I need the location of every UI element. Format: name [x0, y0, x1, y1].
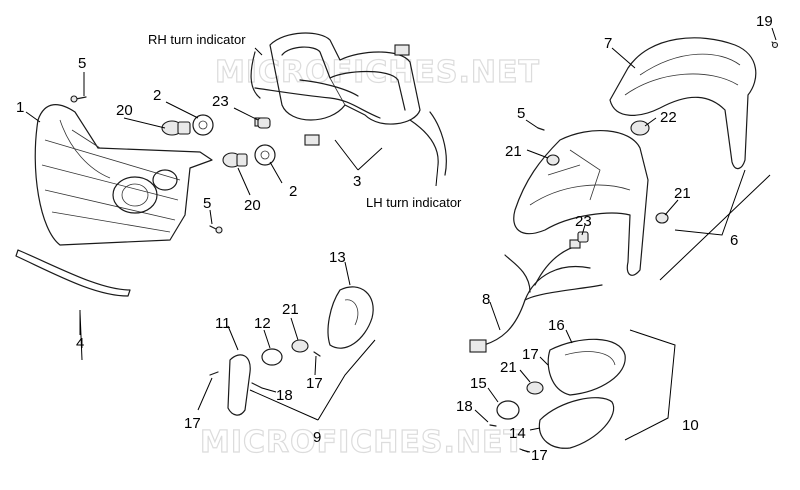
callout-2-a: 2 [153, 87, 161, 104]
headlight-assembly [34, 104, 213, 246]
screw-17-left-b [313, 351, 321, 357]
leader-lines [25, 27, 777, 453]
callout-19: 19 [756, 13, 773, 30]
callout-numbers: 1 5 20 2 23 5 20 2 3 4 7 19 5 22 21 21 6… [16, 13, 773, 464]
screw-19 [771, 41, 779, 49]
turn-signal-lens-14 [538, 397, 615, 449]
callout-21-c: 21 [282, 301, 299, 318]
lh-turn-indicator-label: LH turn indicator [366, 195, 462, 210]
callout-22: 22 [660, 109, 677, 126]
callout-4: 4 [76, 335, 84, 352]
callout-15: 15 [470, 375, 487, 392]
callout-10: 10 [682, 417, 699, 434]
rear-body-panel [513, 129, 649, 276]
bulb-holder-12 [261, 348, 283, 366]
bulb-holder-15 [496, 400, 520, 420]
callout-5-a: 5 [78, 55, 86, 72]
screw-17-left-a [209, 371, 219, 376]
callout-23-b: 23 [575, 213, 592, 230]
callout-6: 6 [730, 232, 738, 249]
bulb-20-lower [222, 152, 248, 168]
callout-21-d: 21 [500, 359, 517, 376]
callout-8: 8 [482, 291, 490, 308]
bulb-21-right-signal [526, 381, 544, 395]
bulb-21-left-signal [291, 339, 309, 353]
callout-13: 13 [329, 249, 346, 266]
watermark-bottom: MICROFICHES.NET [200, 425, 525, 460]
callout-5-b: 5 [203, 195, 211, 212]
rear-wiring-harness [469, 239, 603, 353]
callout-2-b: 2 [289, 183, 297, 200]
callout-9: 9 [313, 429, 321, 446]
headlight-trim-strip [15, 249, 131, 297]
screw-5-top [70, 95, 87, 103]
screw-18-left [251, 382, 263, 389]
callout-17-a: 17 [306, 375, 323, 392]
screw-18-right [489, 424, 497, 427]
turn-signal-lens-13 [327, 286, 374, 349]
bulb-22 [630, 120, 650, 136]
bulb-21-rear-left [546, 154, 560, 166]
rear-grab-rail [609, 37, 757, 170]
bulb-holder-2-upper [192, 114, 214, 136]
callout-23-a: 23 [212, 93, 229, 110]
callout-12: 12 [254, 315, 271, 332]
callout-7: 7 [604, 35, 612, 52]
callout-14: 14 [509, 425, 526, 442]
screw-5-rear [537, 127, 545, 131]
callout-16: 16 [548, 317, 565, 334]
callout-20-a: 20 [116, 102, 133, 119]
callout-18-a: 18 [276, 387, 293, 404]
callout-21-b: 21 [674, 185, 691, 202]
callout-21-a: 21 [505, 143, 522, 160]
callout-18-b: 18 [456, 398, 473, 415]
callout-20-b: 20 [244, 197, 261, 214]
callout-17-d: 17 [531, 447, 548, 464]
callout-11: 11 [215, 315, 231, 332]
callout-3: 3 [353, 173, 361, 190]
rh-turn-indicator-label: RH turn indicator [148, 32, 246, 47]
bulb-23-rear [577, 231, 589, 243]
callout-1: 1 [16, 99, 24, 116]
bulb-holder-2-lower [254, 144, 276, 166]
screw-5-mid [209, 225, 223, 234]
callout-17-b: 17 [184, 415, 201, 432]
turn-signal-body-11 [227, 354, 251, 416]
bulb-20-upper [161, 120, 191, 136]
turn-signal-body-16 [547, 338, 626, 396]
callout-17-c: 17 [522, 346, 539, 363]
bulb-21-rear-right [655, 212, 669, 224]
callout-5-c: 5 [517, 105, 525, 122]
bulb-23-front [257, 117, 271, 129]
